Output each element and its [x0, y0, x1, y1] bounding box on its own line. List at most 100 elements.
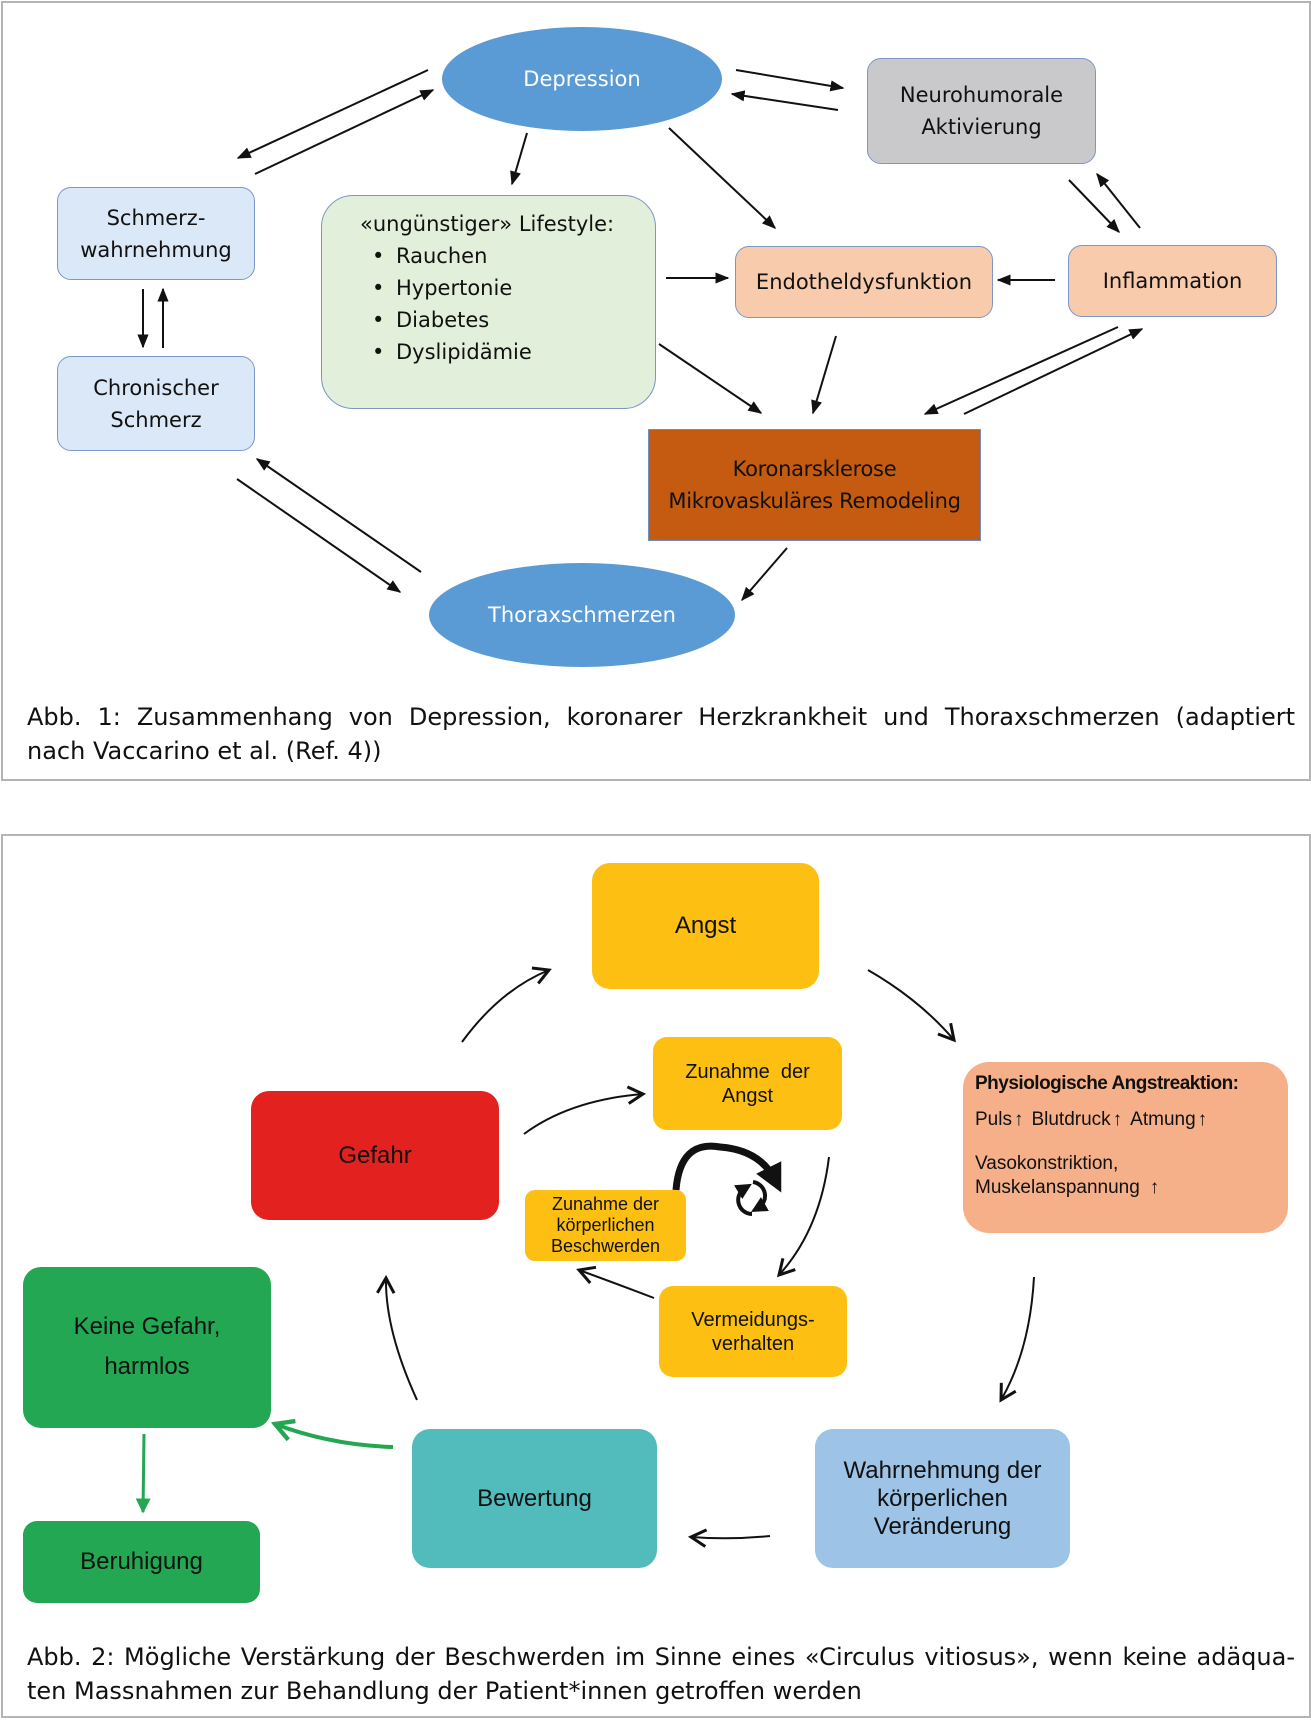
- up-arrow-icon: ↑: [1112, 1109, 1123, 1130]
- neurohumorale-line2: Aktivierung: [921, 115, 1042, 139]
- arrow-bewertung-to-keine-gefahr: [275, 1424, 394, 1449]
- zunahme-koerper-line1: Zunahme der: [551, 1194, 660, 1214]
- zunahme-angst-line2: Angst: [721, 1084, 774, 1107]
- arrow-zunahme-angst-to-vermeidung: [776, 1156, 830, 1278]
- arrow-koronar-to-inflammation: [963, 328, 1144, 415]
- node-keine-gefahr: Keine Gefahr, harmlos: [23, 1267, 271, 1428]
- node-endotheldysfunktion: Endotheldysfunktion: [735, 246, 993, 318]
- node-lifestyle: «ungünstiger» Lifestyle: Rauchen Hyperto…: [321, 195, 656, 409]
- arrow-depression-to-endothel: [668, 127, 777, 229]
- figure-1-arrows: [137, 69, 1144, 602]
- physio-title: Physiologische Angstreaktion:: [975, 1073, 1239, 1094]
- keine-gefahr-line2: harmlos: [104, 1353, 190, 1380]
- arrow-chronisch-to-thorax: [236, 478, 402, 593]
- bewertung-label: Bewertung: [477, 1484, 592, 1512]
- arrow-depression-to-lifestyle: [510, 132, 528, 186]
- schmerz-line1: Schmerz-: [106, 205, 206, 230]
- arrow-angst-to-physio: [867, 969, 957, 1043]
- physio-line4: Muskelanspannung: [975, 1177, 1140, 1198]
- cycle-icon-small: [734, 1180, 769, 1216]
- physio-line4-row: Muskelanspannung ↑: [975, 1176, 1167, 1200]
- figure-2-caption: Abb. 2: Mögliche Verstärkung der Beschwe…: [27, 1640, 1295, 1708]
- arrow-lifestyle-to-koronar: [658, 343, 763, 414]
- arrow-vermeidung-to-zunahme-koerper: [576, 1265, 655, 1299]
- arrow-endothel-to-koronar: [811, 335, 837, 415]
- node-schmerzwahrnehmung: Schmerz- wahrnehmung: [57, 187, 255, 280]
- lifestyle-item: Rauchen: [372, 240, 532, 272]
- arrow-gefahr-to-zunahme-angst: [523, 1085, 647, 1135]
- lifestyle-title: «ungünstiger» Lifestyle:: [360, 212, 615, 236]
- node-neurohumorale: Neurohumorale Aktivierung: [867, 58, 1096, 164]
- zunahme-koerper-line3: Beschwerden: [550, 1236, 661, 1256]
- arrow-depression-to-schmerz: [236, 69, 429, 159]
- vermeidung-line1: Vermeidungs-: [691, 1308, 815, 1331]
- arrow-thorax-to-chronisch: [255, 458, 422, 573]
- endothel-label: Endotheldysfunktion: [755, 270, 973, 294]
- node-depression-label: Depression: [523, 67, 641, 91]
- arrow-schmerz-to-depression: [254, 89, 435, 175]
- arrow-depression-to-neuro: [735, 69, 845, 92]
- chronisch-line2: Schmerz: [110, 407, 202, 432]
- node-thoraxschmerzen: Thoraxschmerzen: [429, 563, 735, 667]
- arrow-neuro-to-inflammation: [1068, 179, 1120, 234]
- wahrnehmung-line2: körperlichen: [877, 1484, 1008, 1512]
- node-bewertung: Bewertung: [412, 1429, 657, 1568]
- up-arrow-icon: ↑: [1013, 1109, 1024, 1130]
- cycle-arrow-large: [672, 1142, 782, 1193]
- vermeidung-line2: verhalten: [711, 1332, 795, 1355]
- physio-line3: Vasokonstriktion,: [975, 1153, 1119, 1174]
- figure-2-caption-line1: Abb. 2: Mögliche Verstärkung der Beschwe…: [27, 1643, 1295, 1671]
- beruhigung-label: Beruhigung: [80, 1548, 203, 1575]
- wahrnehmung-line1: Wahrnehmung der: [843, 1456, 1042, 1484]
- arrow-physio-to-wahrnehmung: [999, 1276, 1035, 1403]
- node-angst: Angst: [592, 863, 819, 989]
- up-arrow-icon: ↑: [1149, 1177, 1160, 1198]
- lifestyle-item: Diabetes: [372, 304, 532, 336]
- node-zunahme-koerperliche-beschwerden: Zunahme der körperlichen Beschwerden: [525, 1190, 686, 1261]
- lifestyle-list: Rauchen Hypertonie Diabetes Dyslipidämie: [360, 240, 532, 368]
- arrow-keine-gefahr-to-beruhigung: [135, 1433, 151, 1514]
- angst-label: Angst: [674, 912, 737, 939]
- inflammation-label: Inflammation: [1102, 269, 1243, 293]
- koronar-line2: Mikrovaskuläres Remodeling: [668, 489, 961, 513]
- arrow-wahrnehmung-to-bewertung: [687, 1528, 771, 1548]
- keine-gefahr-line1: Keine Gefahr,: [73, 1313, 221, 1340]
- schmerz-line2: wahrnehmung: [80, 237, 232, 262]
- physio-vitals-row: Puls↑Blutdruck↑Atmung↑: [975, 1108, 1215, 1132]
- wahrnehmung-line3: Veränderung: [873, 1512, 1012, 1540]
- koronar-line1: Koronarsklerose: [732, 457, 897, 481]
- figure-1-caption-line1: Abb. 1: Zusammenhang von Depression, kor…: [27, 703, 1295, 731]
- arrow-inflammation-to-koronar: [923, 326, 1119, 415]
- node-physiologische-angstreaktion: Physiologische Angstreaktion: Puls↑Blutd…: [963, 1062, 1288, 1233]
- arrow-inflammation-to-neuro: [1096, 172, 1141, 229]
- figure-2-caption-line2: ten Massnahmen zur Behandlung der Patien…: [27, 1677, 862, 1705]
- physio-item-atmung: Atmung: [1130, 1109, 1196, 1130]
- arrow-bewertung-to-gefahr: [376, 1274, 418, 1401]
- node-inflammation: Inflammation: [1068, 245, 1277, 317]
- node-beruhigung: Beruhigung: [23, 1521, 260, 1603]
- chronisch-line1: Chronischer: [93, 375, 219, 400]
- node-koronarsklerose: Koronarsklerose Mikrovaskuläres Remodeli…: [648, 429, 981, 541]
- node-wahrnehmung: Wahrnehmung der körperlichen Veränderung: [815, 1429, 1070, 1568]
- zunahme-angst-line1: Zunahme der: [685, 1060, 810, 1083]
- node-depression: Depression: [442, 27, 722, 131]
- lifestyle-item: Hypertonie: [372, 272, 532, 304]
- physio-item-puls: Puls: [975, 1109, 1012, 1130]
- arrow-neuro-to-depression: [730, 90, 839, 111]
- arrow-koronar-to-thorax: [741, 547, 788, 602]
- node-thorax-label: Thoraxschmerzen: [488, 603, 676, 627]
- physio-item-blutdruck: Blutdruck: [1031, 1109, 1111, 1130]
- node-chronischer-schmerz: Chronischer Schmerz: [57, 356, 255, 451]
- figure-1-caption-line2: nach Vaccarino et al. (Ref. 4)): [27, 737, 382, 765]
- arrow-gefahr-to-angst: [461, 966, 552, 1043]
- up-arrow-icon: ↑: [1197, 1109, 1208, 1130]
- zunahme-koerper-line2: körperlichen: [556, 1215, 655, 1235]
- node-gefahr: Gefahr: [251, 1091, 499, 1220]
- node-zunahme-angst: Zunahme der Angst: [653, 1037, 842, 1130]
- neurohumorale-line1: Neurohumorale: [899, 83, 1064, 107]
- lifestyle-item: Dyslipidämie: [372, 336, 532, 368]
- gefahr-label: Gefahr: [338, 1141, 412, 1169]
- node-vermeidungsverhalten: Vermeidungs- verhalten: [659, 1286, 847, 1377]
- figure-1-caption: Abb. 1: Zusammenhang von Depression, kor…: [27, 700, 1295, 768]
